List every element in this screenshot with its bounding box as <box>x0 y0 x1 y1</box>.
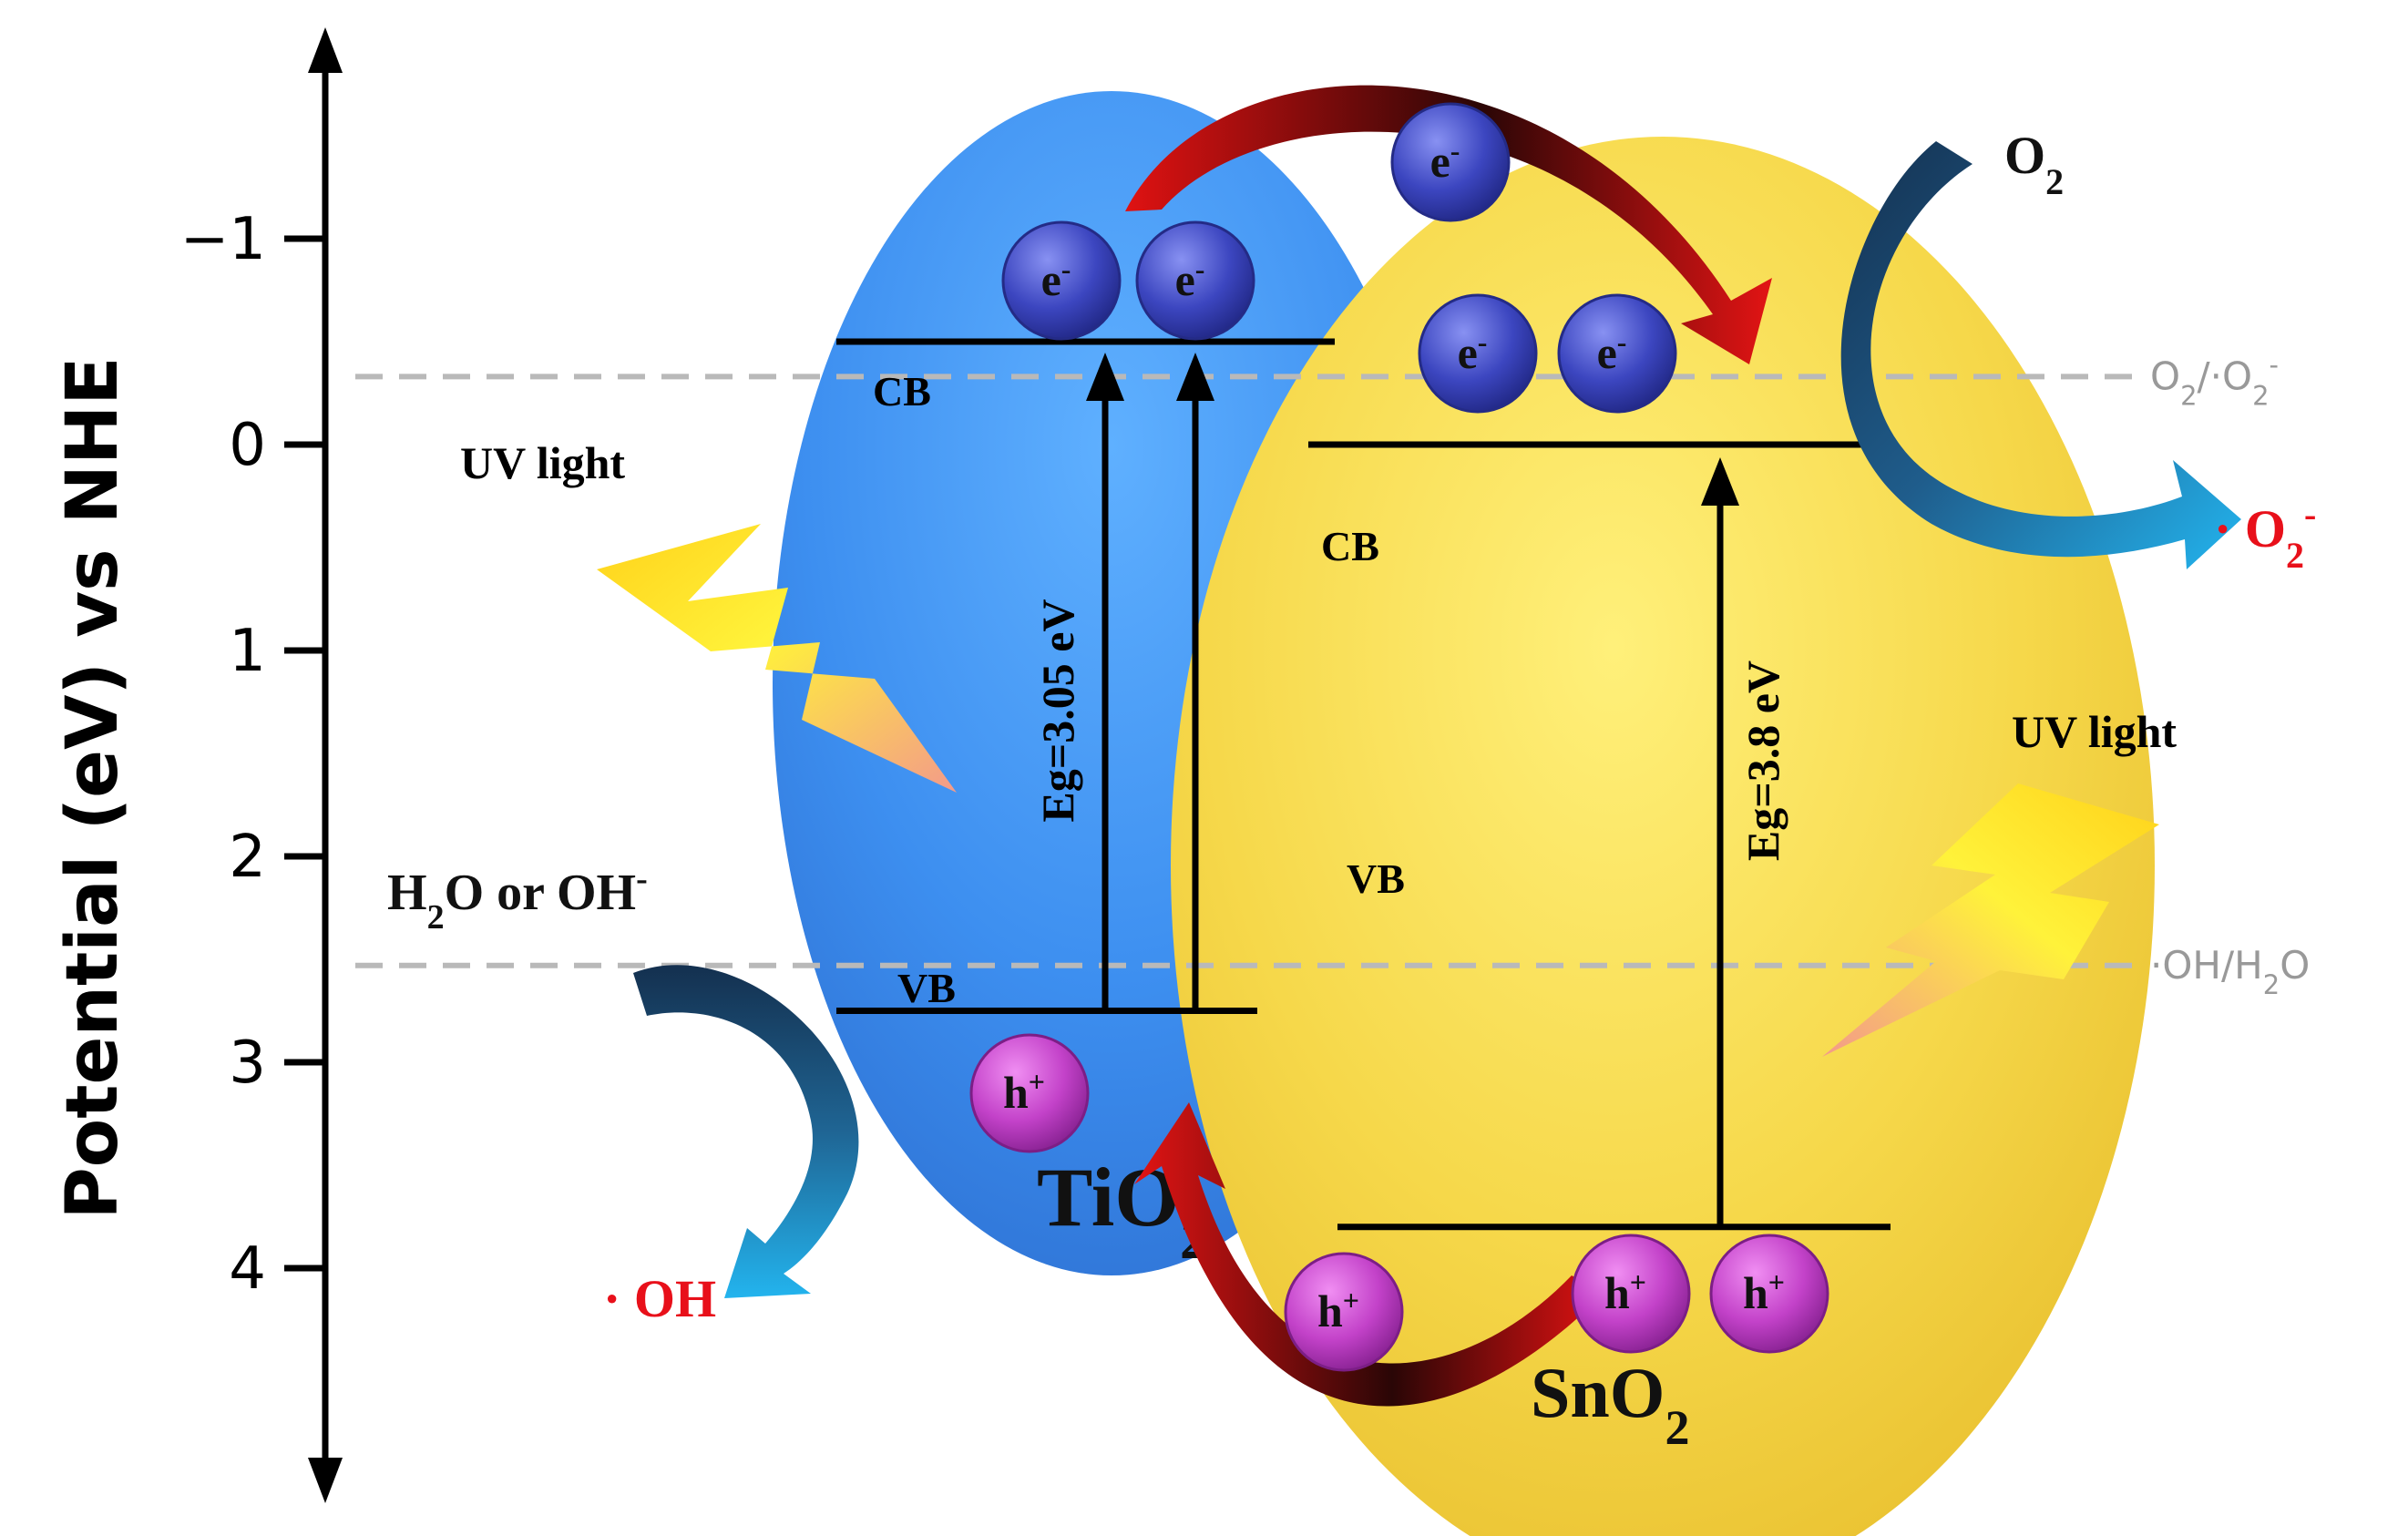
sno2-cb-label: CB <box>1321 523 1379 569</box>
hole-4: h+ <box>1709 1234 1829 1354</box>
hydroxyl-radical-label: · OH <box>603 1269 716 1328</box>
electron-transfer-arrow <box>1125 85 1772 365</box>
electron-5: e- <box>1557 293 1677 414</box>
svg-text:e-: e- <box>1430 134 1460 187</box>
svg-text:h+: h+ <box>1604 1265 1646 1318</box>
hole-1: h+ <box>969 1033 1090 1153</box>
tio2-vb-label: VB <box>897 965 956 1011</box>
electron-1: e- <box>1001 220 1122 341</box>
hole-3: h+ <box>1571 1234 1691 1354</box>
tio2-bandgap-label: Eg=3.05 eV <box>1032 599 1083 822</box>
sno2-excitation-arrow-head <box>1701 457 1739 506</box>
sno2-bandgap-label: Eg=3.8 eV <box>1737 660 1788 861</box>
oh-reference-label: ·OH/H2O <box>2150 943 2310 1000</box>
axis-tick-label-1: 0 <box>229 412 266 479</box>
sno2-vb-label: VB <box>1347 855 1405 902</box>
sno2-name: SnO2 <box>1531 1353 1689 1455</box>
axis-label: Potential (eV) vs NHE <box>52 356 134 1219</box>
uv-light-left-label: UV light <box>460 437 625 488</box>
axis-tick-label-5: 4 <box>229 1235 266 1303</box>
axis-ticks: −1 0 1 2 3 4 <box>180 206 325 1303</box>
oxygen-reduction-arrow <box>1840 141 2241 569</box>
axis-arrow-up <box>308 27 343 73</box>
svg-text:h+: h+ <box>1743 1265 1785 1318</box>
water-oxidation-arrow <box>633 965 859 1298</box>
axis-tick-label-4: 3 <box>229 1029 266 1097</box>
svg-text:h+: h+ <box>1003 1065 1045 1118</box>
tio2-cb-label: CB <box>873 368 931 415</box>
uv-lightning-right-icon <box>1822 783 2159 1057</box>
axis-tick-label-3: 2 <box>229 824 266 891</box>
svg-text:e-: e- <box>1597 325 1627 378</box>
hole-transfer-arrow <box>1134 1102 1604 1407</box>
superoxide-radical-label: · O2- <box>2214 494 2316 576</box>
excitation-arrows <box>1086 353 1739 1227</box>
potential-axis: −1 0 1 2 3 4 Potential (eV) vs NHE <box>52 27 343 1503</box>
water-label: H2O or OH- <box>387 860 648 937</box>
axis-arrow-down <box>308 1458 343 1503</box>
tio2-excitation-arrow-2-head <box>1176 353 1214 401</box>
svg-text:e-: e- <box>1175 252 1205 305</box>
svg-text:h+: h+ <box>1317 1284 1359 1336</box>
uv-lightning-left-icon <box>597 524 957 793</box>
uv-light-right-label: UV light <box>2012 706 2177 757</box>
o2-reference-label: O2/·O2- <box>2150 349 2279 411</box>
charge-carriers: e-e-e-e-e-h+ h+ h+ h+ <box>969 102 1829 1372</box>
electron-3: e- <box>1390 102 1511 222</box>
electron-2: e- <box>1135 220 1255 341</box>
svg-text:e-: e- <box>1041 252 1071 305</box>
tio2-excitation-arrow-1-head <box>1086 353 1124 401</box>
svg-text:e-: e- <box>1458 325 1488 378</box>
axis-tick-label-0: −1 <box>180 206 266 273</box>
oxygen-label: O2 <box>2004 126 2064 202</box>
axis-tick-label-2: 1 <box>229 618 266 685</box>
electron-4: e- <box>1418 293 1538 414</box>
hole-2: h+ <box>1284 1252 1404 1372</box>
